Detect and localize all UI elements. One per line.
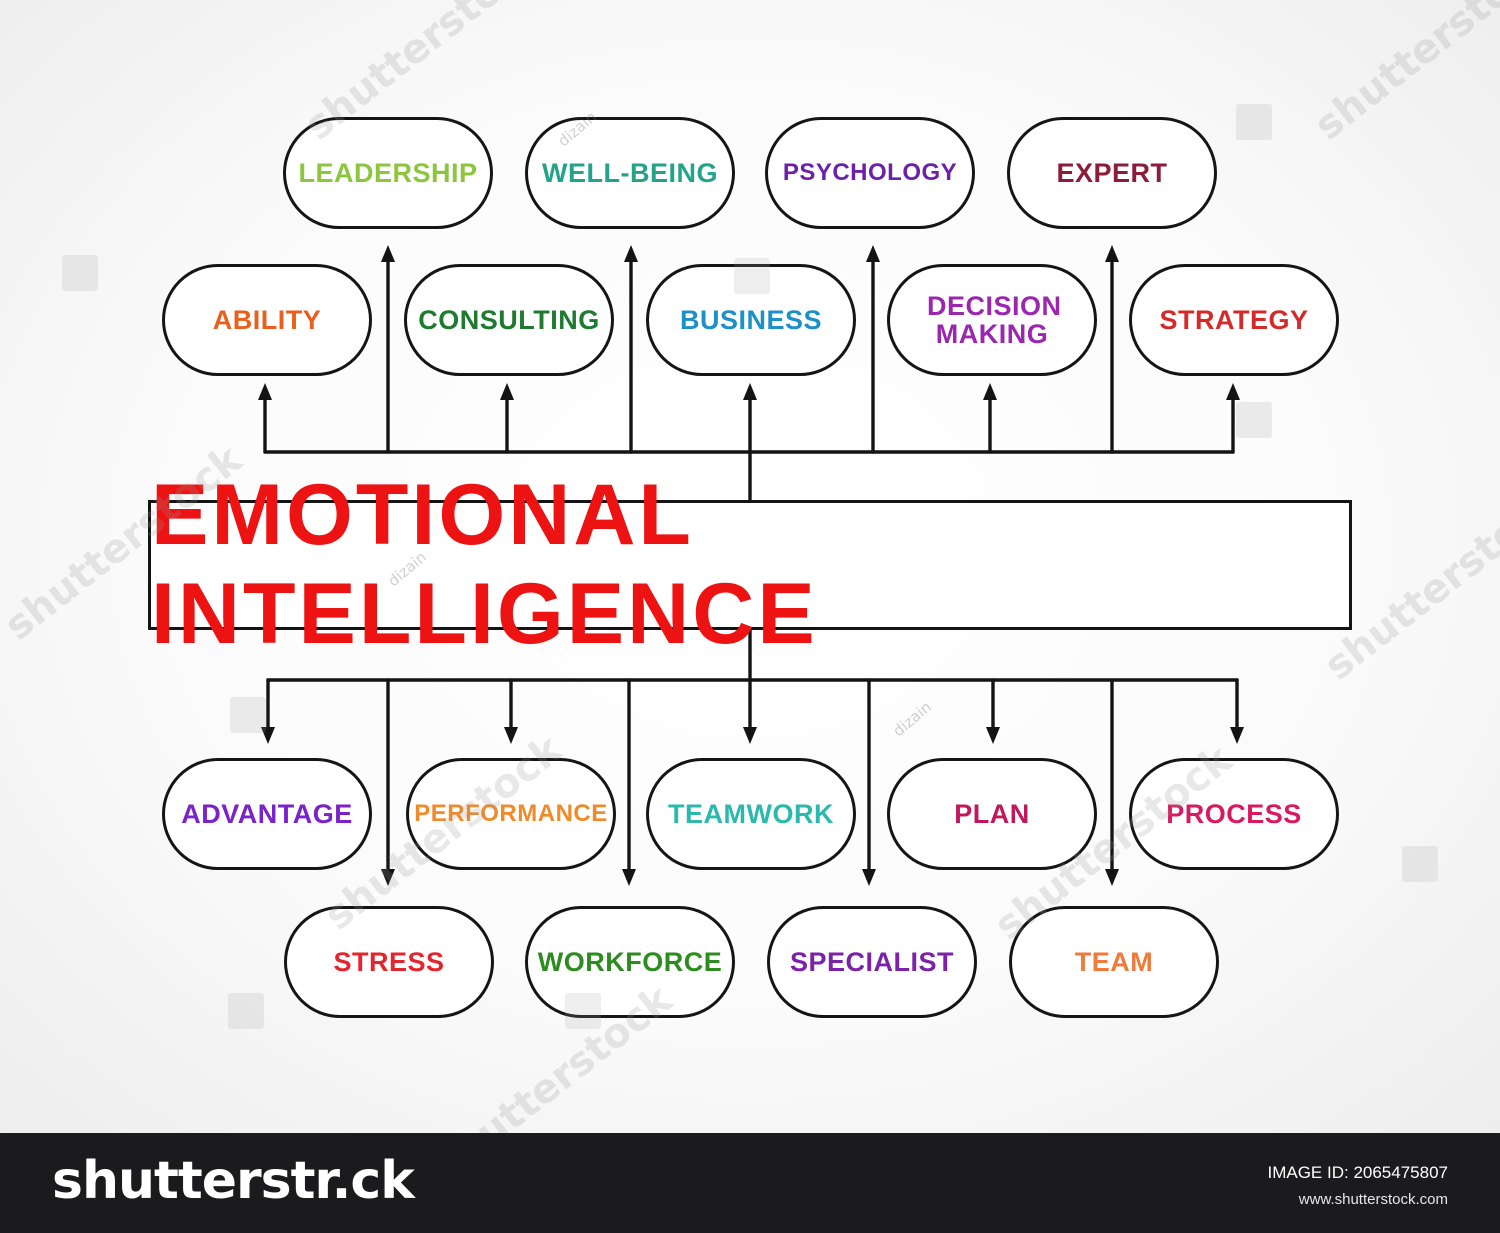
- node-label: WELL-BEING: [542, 157, 718, 188]
- node-label: WORKFORCE: [537, 946, 723, 977]
- watermark-logo-icon: [62, 255, 98, 291]
- arrowhead-down: [381, 869, 395, 886]
- node-strategy: STRATEGY: [1129, 264, 1339, 376]
- node-label: TEAMWORK: [668, 798, 834, 829]
- node-label: PLAN: [954, 798, 1030, 829]
- node-label: CONSULTING: [418, 304, 600, 335]
- watermark-logo-icon: [228, 993, 264, 1029]
- node-label: BUSINESS: [679, 304, 823, 335]
- watermark-logo-icon: [1236, 104, 1272, 140]
- node-ability: ABILITY: [162, 264, 372, 376]
- node-label: PSYCHOLOGY: [782, 159, 958, 187]
- node-consulting: CONSULTING: [404, 264, 614, 376]
- watermark-logo-icon: [565, 993, 601, 1029]
- image-id-label: IMAGE ID: 2065475807: [1267, 1163, 1448, 1182]
- arrowhead-up: [258, 383, 272, 400]
- arrowhead-down: [986, 727, 1000, 744]
- connector-lines: [258, 245, 1244, 886]
- central-title: EMOTIONAL INTELLIGENCE: [151, 467, 818, 662]
- watermark-logo-icon: [230, 697, 266, 733]
- arrowhead-down: [261, 727, 275, 744]
- node-advantage: ADVANTAGE: [162, 758, 372, 870]
- central-title-box: EMOTIONAL INTELLIGENCE: [148, 467, 1352, 662]
- arrowhead-up: [624, 245, 638, 262]
- site-url: www.shutterstock.com: [1298, 1191, 1448, 1208]
- node-workforce: WORKFORCE: [525, 906, 735, 1018]
- node-team: TEAM: [1009, 906, 1219, 1018]
- arrowhead-up: [743, 383, 757, 400]
- footer-bar: shutterstr.ck IMAGE ID: 2065475807 www.s…: [0, 1133, 1500, 1233]
- node-label: STRATEGY: [1159, 304, 1309, 335]
- arrowhead-down: [622, 869, 636, 886]
- node-teamwork: TEAMWORK: [646, 758, 856, 870]
- node-decision-making: DECISION MAKING: [887, 264, 1097, 376]
- arrowhead-up: [1105, 245, 1119, 262]
- node-label: SPECIALIST: [789, 946, 955, 977]
- node-leadership: LEADERSHIP: [283, 117, 493, 229]
- node-label: ADVANTAGE: [181, 798, 353, 829]
- diagram-canvas: LEADERSHIP WELL-BEING PSYCHOLOGY EXPERT …: [0, 0, 1500, 1133]
- node-label: PERFORMANCE: [414, 800, 608, 828]
- node-expert: EXPERT: [1007, 117, 1217, 229]
- arrowhead-down: [1230, 727, 1244, 744]
- brand-logo: shutterstr.ck: [52, 1151, 415, 1211]
- node-stress: STRESS: [284, 906, 494, 1018]
- node-performance: PERFORMANCE: [406, 758, 616, 870]
- node-process: PROCESS: [1129, 758, 1339, 870]
- arrowhead-down: [743, 727, 757, 744]
- node-label: TEAM: [1074, 946, 1154, 977]
- node-psychology: PSYCHOLOGY: [765, 117, 975, 229]
- arrowhead-down: [504, 727, 518, 744]
- arrowhead-up: [381, 245, 395, 262]
- node-well-being: WELL-BEING: [525, 117, 735, 229]
- node-label: EXPERT: [1056, 157, 1168, 188]
- arrowhead-down: [862, 869, 876, 886]
- node-plan: PLAN: [887, 758, 1097, 870]
- arrowhead-up: [983, 383, 997, 400]
- watermark-logo-icon: [734, 258, 770, 294]
- watermark-logo-icon: [1236, 402, 1272, 438]
- node-label: ABILITY: [212, 304, 322, 335]
- node-specialist: SPECIALIST: [767, 906, 977, 1018]
- node-label: STRESS: [333, 946, 445, 977]
- node-business: BUSINESS: [646, 264, 856, 376]
- arrowhead-up: [1226, 383, 1240, 400]
- node-label: LEADERSHIP: [298, 157, 478, 188]
- node-label: DECISION MAKING: [927, 290, 1062, 349]
- node-label: PROCESS: [1166, 798, 1302, 829]
- arrowhead-up: [866, 245, 880, 262]
- watermark-logo-icon: [1402, 846, 1438, 882]
- arrowhead-up: [500, 383, 514, 400]
- arrowhead-down: [1105, 869, 1119, 886]
